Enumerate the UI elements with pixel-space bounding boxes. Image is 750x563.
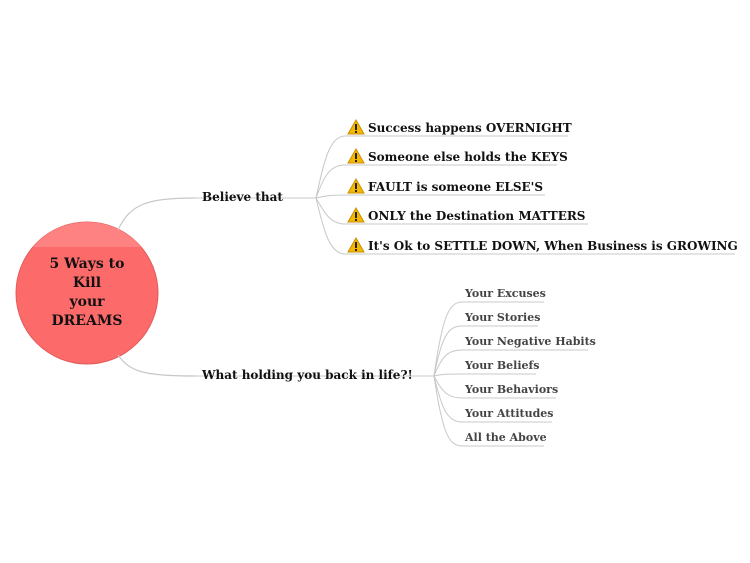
- warning-icon: [347, 178, 365, 194]
- branch-believe-that[interactable]: Believe that: [202, 190, 283, 204]
- connector-center-holding: [117, 354, 196, 377]
- topic-your-stories[interactable]: Your Stories: [465, 311, 541, 324]
- topic-your-attitudes[interactable]: Your Attitudes: [465, 407, 554, 420]
- topic-settle-down[interactable]: It's Ok to SETTLE DOWN, When Business is…: [347, 237, 738, 253]
- branch-what-holding-you-back[interactable]: What holding you back in life?!: [202, 368, 413, 382]
- warning-icon: [347, 119, 365, 135]
- central-line-3: your: [69, 294, 105, 310]
- topic-fault-else[interactable]: FAULT is someone ELSE'S: [347, 178, 543, 194]
- topic-label: FAULT is someone ELSE'S: [368, 180, 544, 194]
- warning-icon: [347, 148, 365, 164]
- topic-label: Success happens OVERNIGHT: [368, 121, 572, 135]
- topic-label: ONLY the Destination MATTERS: [368, 209, 586, 223]
- warning-icon: [347, 207, 365, 223]
- topic-your-beliefs[interactable]: Your Beliefs: [465, 359, 540, 372]
- central-node-title: 5 Ways to Kill your DREAMS: [50, 255, 125, 331]
- topic-your-behaviors[interactable]: Your Behaviors: [465, 383, 559, 396]
- central-node[interactable]: 5 Ways to Kill your DREAMS: [16, 222, 158, 364]
- central-line-2: Kill: [72, 275, 102, 291]
- topic-all-the-above[interactable]: All the Above: [465, 431, 547, 444]
- topic-someone-keys[interactable]: Someone else holds the KEYS: [347, 148, 568, 164]
- topic-label: It's Ok to SETTLE DOWN, When Business is…: [368, 239, 738, 253]
- topic-label: Someone else holds the KEYS: [368, 150, 568, 164]
- topic-only-destination[interactable]: ONLY the Destination MATTERS: [347, 207, 585, 223]
- warning-icon: [347, 237, 365, 253]
- topic-your-excuses[interactable]: Your Excuses: [465, 287, 546, 300]
- topic-your-negative-habits[interactable]: Your Negative Habits: [465, 335, 596, 348]
- connector-center-believe: [117, 197, 196, 231]
- topic-success-overnight[interactable]: Success happens OVERNIGHT: [347, 119, 572, 135]
- central-line-4: DREAMS: [51, 313, 123, 329]
- central-line-1: 5 Ways to: [49, 256, 125, 272]
